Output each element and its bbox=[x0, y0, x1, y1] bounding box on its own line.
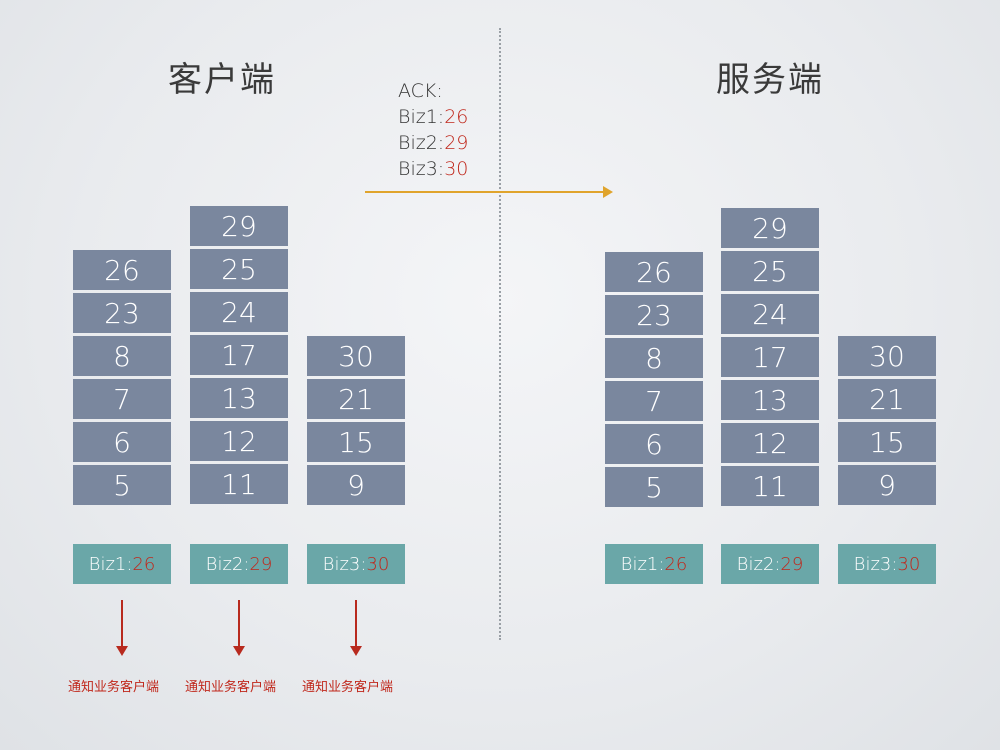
stack-box: 13 bbox=[190, 378, 288, 418]
stack-box: 26 bbox=[73, 250, 171, 290]
stack-box: 24 bbox=[190, 292, 288, 332]
stack-box: 5 bbox=[73, 465, 171, 505]
stack-box: 7 bbox=[605, 381, 703, 421]
stack-box: 23 bbox=[73, 293, 171, 333]
client-label-biz2: Biz2:29 bbox=[190, 544, 288, 584]
stack-box: 23 bbox=[605, 295, 703, 335]
server-label-biz2: Biz2:29 bbox=[721, 544, 819, 584]
notify-text: 通知业务客户端 bbox=[185, 680, 277, 695]
client-label-biz3: Biz3:30 bbox=[307, 544, 405, 584]
stack-box: 29 bbox=[721, 208, 819, 248]
notify-arrow-icon bbox=[116, 600, 128, 658]
notify-text: 通知业务客户端 bbox=[302, 680, 394, 695]
stack-box: 17 bbox=[721, 337, 819, 377]
ack-line: Biz1:26 bbox=[398, 106, 469, 128]
stack-box: 24 bbox=[721, 294, 819, 334]
stack-box: 9 bbox=[307, 465, 405, 505]
stack-box: 9 bbox=[838, 465, 936, 505]
client-label-biz1: Biz1:26 bbox=[73, 544, 171, 584]
server-title: 服务端 bbox=[716, 60, 824, 100]
stack-box: 11 bbox=[190, 464, 288, 504]
stack-box: 15 bbox=[838, 422, 936, 462]
stack-box: 13 bbox=[721, 380, 819, 420]
stack-box: 29 bbox=[190, 206, 288, 246]
stack-box: 15 bbox=[307, 422, 405, 462]
stack-box: 8 bbox=[73, 336, 171, 376]
stack-box: 6 bbox=[605, 424, 703, 464]
stack-box: 11 bbox=[721, 466, 819, 506]
ack-arrow-head bbox=[603, 186, 613, 198]
stack-box: 26 bbox=[605, 252, 703, 292]
server-label-biz1: Biz1:26 bbox=[605, 544, 703, 584]
stack-box: 8 bbox=[605, 338, 703, 378]
stack-box: 21 bbox=[307, 379, 405, 419]
server-label-biz3: Biz3:30 bbox=[838, 544, 936, 584]
stack-box: 21 bbox=[838, 379, 936, 419]
client-title: 客户端 bbox=[168, 60, 276, 100]
ack-message: ACK: Biz1:26 Biz2:29 Biz3:30 bbox=[398, 78, 468, 182]
ack-line: Biz3:30 bbox=[398, 158, 469, 180]
stack-box: 12 bbox=[190, 421, 288, 461]
ack-heading: ACK: bbox=[398, 80, 443, 102]
notify-arrow-icon bbox=[233, 600, 245, 658]
stack-box: 12 bbox=[721, 423, 819, 463]
stack-box: 5 bbox=[605, 467, 703, 507]
stack-box: 25 bbox=[190, 249, 288, 289]
stack-box: 6 bbox=[73, 422, 171, 462]
stack-box: 30 bbox=[307, 336, 405, 376]
ack-arrow bbox=[365, 191, 605, 193]
notify-text: 通知业务客户端 bbox=[68, 680, 160, 695]
notify-arrow-icon bbox=[350, 600, 362, 658]
stack-box: 25 bbox=[721, 251, 819, 291]
stack-box: 30 bbox=[838, 336, 936, 376]
stack-box: 7 bbox=[73, 379, 171, 419]
divider-line bbox=[499, 28, 501, 640]
stack-box: 17 bbox=[190, 335, 288, 375]
ack-line: Biz2:29 bbox=[398, 132, 469, 154]
